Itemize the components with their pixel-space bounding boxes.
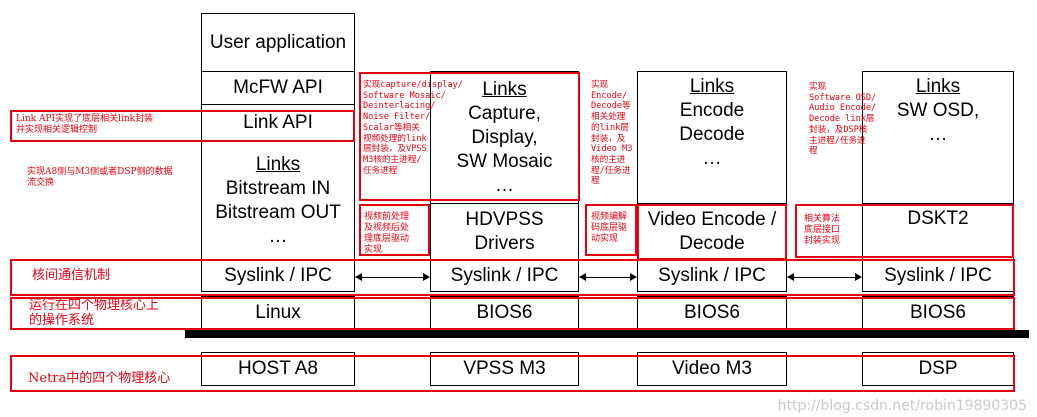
a8-links-line-3: … xyxy=(268,225,288,247)
video-links-box: Links Encode Decode … xyxy=(637,71,787,204)
video-syslink-label: Syslink / IPC xyxy=(658,264,766,286)
note-link-api: Link API实现了底层相关link封装 并实现相关逻辑控制 xyxy=(16,114,154,135)
watermark-text: http://blog.csdn.net/robin19890305 xyxy=(777,398,1027,414)
a8-core-label: HOST A8 xyxy=(238,358,318,379)
vpss-links-line-1: Capture, xyxy=(468,102,541,124)
a8-links-box: Links Bitstream IN Bitstream OUT … xyxy=(201,141,355,260)
vpss-syslink-label: Syslink / IPC xyxy=(450,264,559,286)
note-enc-drivers: 视频编解 码底层驱 动实现 xyxy=(591,212,628,244)
vpss-links-line-3: SW Mosaic xyxy=(456,150,553,172)
note-enc-links: 实现 Encode/ Decode等 相关处理 的link层 封装，及 Vide… xyxy=(591,80,633,187)
a8-os-box: Linux xyxy=(201,296,355,330)
note-dsp-drivers: 相关算法 底层接口 封装实现 xyxy=(804,214,841,246)
dsp-syslink-label: Syslink / IPC xyxy=(884,264,992,286)
hdvpss-drivers-label: HDVPSS Drivers xyxy=(465,208,544,254)
user-application-box: User application xyxy=(201,13,355,72)
ipc-row-highlight xyxy=(10,259,1015,296)
link-api-highlight xyxy=(10,110,355,142)
vpss-links-line-2: Display, xyxy=(471,126,538,148)
note-cores: Netra中的四个物理核心 xyxy=(28,371,171,386)
dsp-links-box: Links SW OSD, … xyxy=(862,71,1014,204)
dsp-os-label: BIOS6 xyxy=(910,302,966,323)
video-links-line-1: Encode xyxy=(679,100,745,121)
note-os: 运行在四个物理核心上 的操作系统 xyxy=(29,298,160,328)
hardware-divider-bar xyxy=(185,330,1029,338)
video-syslink-box: Syslink / IPC xyxy=(637,259,787,292)
dsp-syslink-box: Syslink / IPC xyxy=(862,259,1014,292)
video-links-line-3: … xyxy=(702,148,722,169)
dsp-core-label: DSP xyxy=(918,358,958,379)
note-ipc: 核间通信机制 xyxy=(32,268,111,283)
link-api-label: Link API xyxy=(243,112,313,133)
a8-syslink-label: Syslink / IPC xyxy=(224,264,332,286)
a8-syslink-box: Syslink / IPC xyxy=(201,259,355,292)
video-os-label: BIOS6 xyxy=(684,302,740,323)
hdvpss-drivers-box: HDVPSS Drivers xyxy=(430,203,579,260)
dsp-links-line-1: SW OSD, xyxy=(896,100,980,121)
video-core-box: Video M3 xyxy=(637,352,787,386)
dsp-drivers-highlight xyxy=(795,204,1014,258)
video-links-line-2: Decode xyxy=(679,124,745,145)
note-a8-data-exchange: 实现A8侧与M3侧或者DSP侧的数据 流交换 xyxy=(27,167,173,188)
dsp-links-title: Links xyxy=(915,76,961,97)
a8-links-title: Links xyxy=(255,153,301,175)
vpss-syslink-box: Syslink / IPC xyxy=(430,259,579,292)
note-vpss-links: 实现capture/display/ Software Mosaic/ Dein… xyxy=(363,80,463,176)
vpss-os-box: BIOS6 xyxy=(430,296,579,330)
dskt2-label: DSKT2 xyxy=(907,208,969,229)
vpss-core-label: VPSS M3 xyxy=(463,358,546,379)
dsp-core-box: DSP xyxy=(862,352,1014,386)
mcfw-api-box: McFW API xyxy=(201,71,355,105)
video-codec-box: Video Encode / Decode xyxy=(637,203,787,260)
video-codec-label: Video Encode / Decode xyxy=(647,208,777,254)
core-row-highlight xyxy=(10,355,1015,392)
note-vpss-drivers: 视频前处理 及视频后处 理底层驱动 实现 xyxy=(364,212,410,255)
enc-drivers-note-frame xyxy=(585,204,637,256)
note-dsp-links: 实现 Software OSD/ Audio Encode/ Decode li… xyxy=(809,82,877,157)
vpss-links-title: Links xyxy=(482,78,527,100)
vpss-drivers-note-frame xyxy=(359,204,430,256)
vpss-links-box: Links Capture, Display, SW Mosaic … xyxy=(430,71,579,204)
mcfw-api-label: McFW API xyxy=(233,77,323,98)
vpss-links-highlight xyxy=(359,72,580,201)
vpss-core-box: VPSS M3 xyxy=(430,352,579,386)
vpss-links-line-4: … xyxy=(495,174,514,196)
video-core-label: Video M3 xyxy=(672,358,752,379)
os-row-highlight xyxy=(10,297,1015,330)
video-codec-highlight xyxy=(637,204,787,260)
dsp-links-line-2: … xyxy=(928,124,948,145)
a8-links-line-2: Bitstream OUT xyxy=(215,201,341,223)
a8-os-label: Linux xyxy=(255,302,301,323)
a8-core-box: HOST A8 xyxy=(201,352,355,386)
video-links-title: Links xyxy=(689,76,735,97)
user-application-label: User application xyxy=(209,31,347,53)
a8-links-line-1: Bitstream IN xyxy=(225,177,331,199)
vpss-os-label: BIOS6 xyxy=(476,302,533,323)
dsp-os-box: BIOS6 xyxy=(862,296,1014,330)
